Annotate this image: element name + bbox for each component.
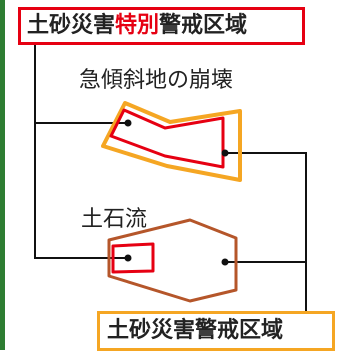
connector-dot <box>221 258 229 266</box>
slope-collapse-caption: 急傾斜地の崩壊 <box>79 68 234 93</box>
special-zone-suffix: 警戒区域 <box>159 13 248 38</box>
connector-debris-special <box>34 123 126 259</box>
debris-flow-special-zone <box>111 242 155 274</box>
connector-dot <box>124 119 132 127</box>
special-zone-emphasis: 特別 <box>115 13 160 38</box>
slope-collapse-warning-zone <box>101 101 242 182</box>
connector-dot <box>124 254 132 262</box>
sidebar-accent-bar <box>0 0 5 350</box>
connector-slope-warning <box>226 152 307 312</box>
special-zone-prefix: 土砂災害 <box>27 13 116 38</box>
debris-flow-caption: 土石流 <box>81 207 148 232</box>
special-warning-zone-label: 土砂災害特別警戒区域 <box>18 7 305 45</box>
connector-dot <box>221 149 229 157</box>
debris-flow-warning-zone <box>107 218 238 303</box>
warning-zone-label: 土砂災害警戒区域 <box>97 311 335 351</box>
slope-collapse-special-zone <box>109 108 225 169</box>
